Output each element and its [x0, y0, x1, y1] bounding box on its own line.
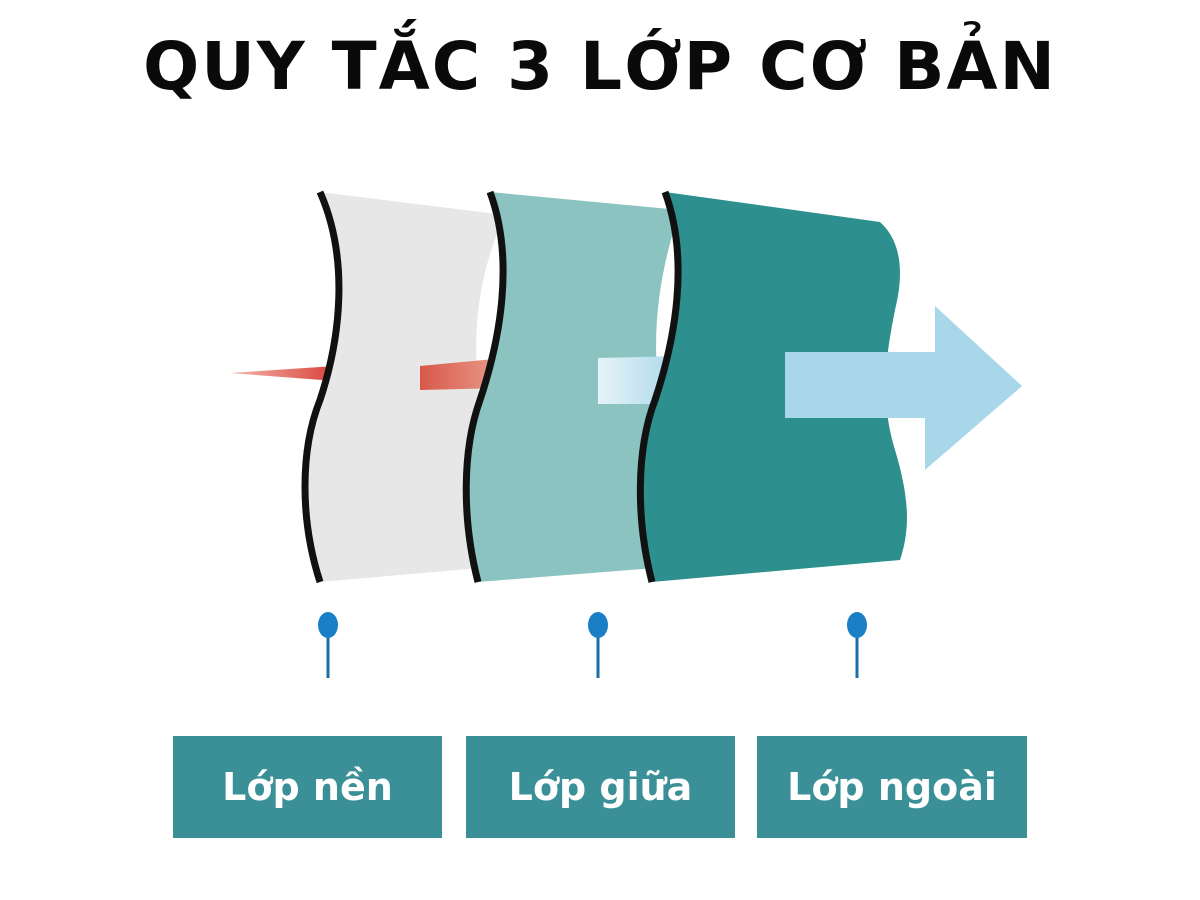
- pin-icon: [318, 612, 338, 678]
- pin-icon: [588, 612, 608, 678]
- label-outer-layer: Lớp ngoài: [757, 736, 1027, 838]
- page-title: QUY TẮC 3 LỚP CƠ BẢN: [143, 28, 1057, 105]
- label-base-layer: Lớp nền: [173, 736, 442, 838]
- thin-red-arrow: [230, 366, 335, 381]
- label-middle-layer: Lớp giữa: [466, 736, 735, 838]
- arrow-icon: [785, 306, 1022, 470]
- layer-outer: [640, 192, 907, 582]
- layer-outer-edge: [636, 190, 682, 583]
- layer-middle-edge: [462, 190, 507, 583]
- layer-base: [305, 192, 505, 582]
- pin-icon: [847, 612, 867, 678]
- layer-base-edge: [301, 190, 343, 584]
- layer-middle: [466, 192, 680, 582]
